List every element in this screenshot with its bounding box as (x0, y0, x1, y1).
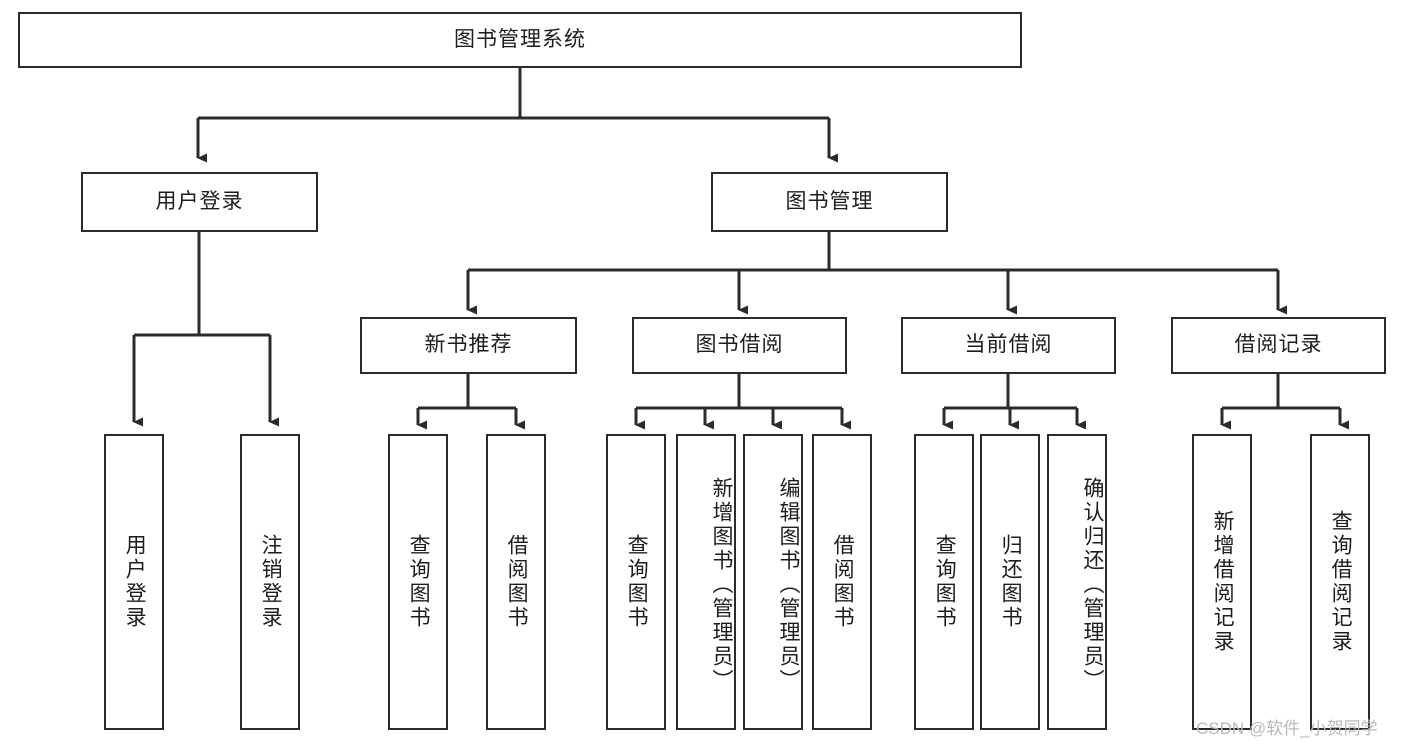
node-label: 查询图书 (407, 534, 431, 630)
node-leaf-add-borrow-record[interactable]: 新增借阅记录 (1192, 434, 1252, 730)
node-borrow-record[interactable]: 借阅记录 (1171, 317, 1386, 374)
node-label: 图书管理 (785, 189, 874, 213)
node-label: 图书借阅 (695, 333, 784, 357)
node-label: 新书推荐 (424, 333, 513, 357)
node-leaf-borrow-book-recommend[interactable]: 借阅图书 (486, 434, 546, 730)
node-label: 注销登录 (259, 534, 283, 630)
node-label: 借阅图书 (505, 534, 529, 630)
node-leaf-borrow-book[interactable]: 借阅图书 (812, 434, 872, 730)
node-label: 图书管理系统 (454, 27, 586, 51)
node-label: 确认归还（管理员） (1081, 477, 1104, 693)
node-leaf-query-book-borrow[interactable]: 查询图书 (606, 434, 666, 730)
node-label: 当前借阅 (964, 333, 1053, 357)
node-label: 借阅图书 (831, 534, 855, 630)
node-new-book-recommend[interactable]: 新书推荐 (360, 317, 577, 374)
node-leaf-edit-book[interactable]: 编辑图书（管理员） (743, 434, 803, 730)
node-book-management[interactable]: 图书管理 (711, 172, 948, 232)
node-label: 查询图书 (625, 534, 649, 630)
watermark-text: CSDN @软件_小贺同学 (1196, 719, 1378, 738)
node-user-login[interactable]: 用户登录 (81, 172, 318, 232)
node-leaf-confirm-return[interactable]: 确认归还（管理员） (1047, 434, 1107, 730)
node-label: 用户登录 (155, 189, 244, 213)
node-root-book-management-system[interactable]: 图书管理系统 (18, 12, 1022, 68)
node-label: 新增图书（管理员） (710, 477, 733, 693)
node-leaf-user-login[interactable]: 用户登录 (104, 434, 164, 730)
node-label: 用户登录 (123, 534, 147, 630)
node-leaf-query-borrow-record[interactable]: 查询借阅记录 (1310, 434, 1370, 730)
node-leaf-return-book[interactable]: 归还图书 (980, 434, 1040, 730)
node-label: 查询图书 (933, 534, 957, 630)
node-label: 归还图书 (999, 534, 1023, 630)
node-label: 新增借阅记录 (1211, 510, 1235, 654)
node-leaf-logout-login[interactable]: 注销登录 (240, 434, 300, 730)
node-current-borrow[interactable]: 当前借阅 (901, 317, 1116, 374)
node-leaf-query-book-recommend[interactable]: 查询图书 (388, 434, 448, 730)
node-book-borrow[interactable]: 图书借阅 (632, 317, 847, 374)
node-label: 查询借阅记录 (1329, 510, 1353, 654)
node-leaf-query-book-current[interactable]: 查询图书 (914, 434, 974, 730)
node-label: 借阅记录 (1234, 333, 1323, 357)
node-leaf-add-book[interactable]: 新增图书（管理员） (676, 434, 736, 730)
node-label: 编辑图书（管理员） (777, 477, 800, 693)
